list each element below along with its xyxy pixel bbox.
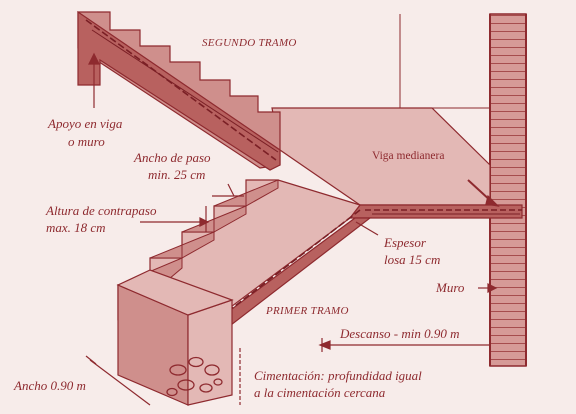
label-altura-line2: max. 18 cm: [46, 220, 106, 235]
label-apoyo-line2: o muro: [68, 134, 105, 149]
label-espesor-line2: losa 15 cm: [384, 252, 440, 267]
label-ancho-paso-line2: min. 25 cm: [148, 167, 205, 182]
annotation-leaders: [85, 52, 500, 406]
label-cimentacion-line1: Cimentación: profundidad igual: [254, 368, 422, 383]
label-muro: Muro: [435, 280, 465, 295]
foundation: [116, 269, 234, 406]
landing-outline: [399, 14, 490, 109]
label-apoyo-line1: Apoyo en viga: [47, 116, 123, 131]
label-viga-medianera: Viga medianera: [372, 150, 444, 162]
label-ancho-paso-line1: Ancho de paso: [133, 150, 211, 165]
label-altura-line1: Altura de contrapaso: [45, 203, 157, 218]
label-segundo-tramo: SEGUNDO TRAMO: [202, 37, 297, 49]
label-descanso: Descanso - min 0.90 m: [339, 326, 460, 341]
label-espesor-line1: Espesor: [383, 235, 427, 250]
second-flight: [77, 10, 281, 171]
label-ancho: Ancho 0.90 m: [13, 378, 86, 393]
foundation-stones: [166, 356, 223, 397]
label-primer-tramo: PRIMER TRAMO: [265, 305, 349, 317]
brick-wall: [489, 13, 527, 367]
label-cimentacion-line2: a la cimentación cercana: [254, 385, 386, 400]
